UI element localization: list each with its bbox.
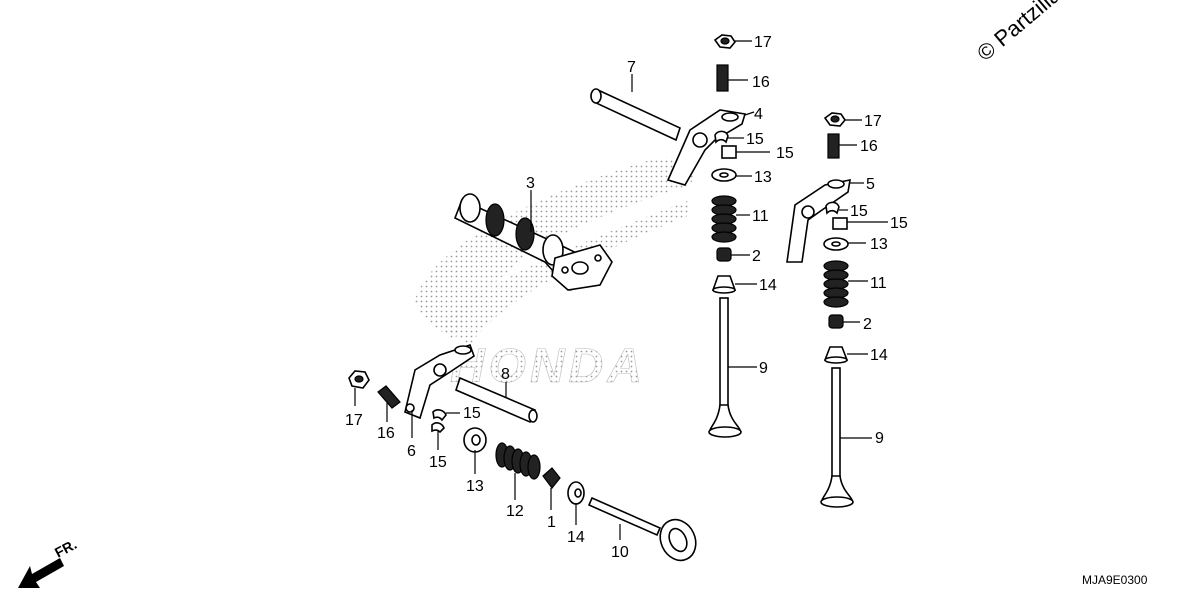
- callout-6: 6: [407, 443, 416, 460]
- part-seal-1-lower: [542, 467, 561, 489]
- part-nut-17-lower: [348, 370, 370, 389]
- part-cotter-15-top: [714, 130, 737, 159]
- callout-16: 16: [752, 74, 770, 91]
- callout-11: 11: [870, 275, 887, 292]
- callout-17: 17: [345, 412, 363, 429]
- callout-5: 5: [866, 176, 875, 193]
- part-rocker-arm-5: [786, 178, 851, 263]
- callout-8: 8: [501, 366, 510, 383]
- callout-2: 2: [752, 248, 761, 265]
- watermark-text: © Partzilla: [972, 0, 1066, 66]
- front-arrow-icon: [18, 558, 64, 588]
- callout-12: 12: [506, 503, 524, 520]
- part-retainer-13-lower: [463, 427, 487, 453]
- part-seal-2-right: [828, 314, 844, 329]
- part-valve-9-left: [708, 297, 742, 438]
- part-cotter-15-right: [825, 201, 848, 230]
- callout-15: 15: [890, 215, 908, 232]
- callout-1: 1: [547, 514, 556, 531]
- callout-15: 15: [463, 405, 481, 422]
- callout-9: 9: [875, 430, 884, 447]
- callout-11: 11: [752, 208, 769, 225]
- callout-17: 17: [754, 34, 772, 51]
- part-seat-14-lower: [567, 481, 585, 505]
- part-adjuster-16-lower: [377, 385, 401, 409]
- callout-3: 3: [526, 175, 535, 192]
- callout-15: 15: [746, 131, 764, 148]
- callout-16: 16: [860, 138, 878, 155]
- part-cotter-15-lower: [431, 409, 447, 434]
- callout-14: 14: [870, 347, 888, 364]
- callout-15: 15: [776, 145, 794, 162]
- part-adjuster-16-right: [827, 133, 840, 159]
- part-spring-11-top: [711, 195, 737, 243]
- callout-10: 10: [611, 544, 629, 561]
- leader-lines: [354, 40, 888, 540]
- drawing-code: MJA9E0300: [1082, 573, 1148, 587]
- part-valve-9-right: [820, 367, 854, 508]
- part-spring-12-lower: [495, 442, 541, 480]
- part-nut-17-top: [713, 34, 736, 49]
- callout-4: 4: [754, 106, 763, 123]
- part-rocker-arm-4: [666, 109, 747, 186]
- part-rocker-shaft-7: [590, 88, 681, 142]
- brand-wing-ghost: [415, 157, 694, 345]
- part-retainer-13-top: [711, 168, 737, 182]
- callout-15: 15: [850, 203, 868, 220]
- part-retainer-13-right: [823, 237, 849, 251]
- callout-9: 9: [759, 360, 768, 377]
- callout-2: 2: [863, 316, 872, 333]
- callout-15: 15: [429, 454, 447, 471]
- callout-13: 13: [870, 236, 888, 253]
- callout-labels: 17 16 4 15 15 13 11 2 14 9 17 16 5 15 15…: [345, 34, 908, 561]
- part-spring-11-right: [823, 260, 849, 308]
- callout-7: 7: [627, 59, 636, 76]
- direction-label: FR.: [52, 536, 79, 561]
- brand-ghost-text: HONDA: [450, 340, 646, 393]
- callout-14: 14: [567, 529, 585, 546]
- part-adjuster-16-top: [716, 64, 729, 92]
- callout-17: 17: [864, 113, 882, 130]
- part-rocker-shaft-8: [455, 376, 538, 424]
- callout-14: 14: [759, 277, 777, 294]
- part-valve-10-lower: [587, 496, 697, 562]
- part-seat-14-top: [711, 275, 737, 294]
- callout-16: 16: [377, 425, 395, 442]
- part-rocker-arm-6: [404, 343, 475, 420]
- part-nut-17-right: [823, 112, 846, 127]
- callout-13: 13: [466, 478, 484, 495]
- part-seat-14-right: [823, 346, 849, 364]
- part-camshaft: [453, 193, 613, 291]
- direction-arrow: FR.: [18, 536, 79, 588]
- callout-13: 13: [754, 169, 772, 186]
- part-seal-2-top: [716, 247, 732, 262]
